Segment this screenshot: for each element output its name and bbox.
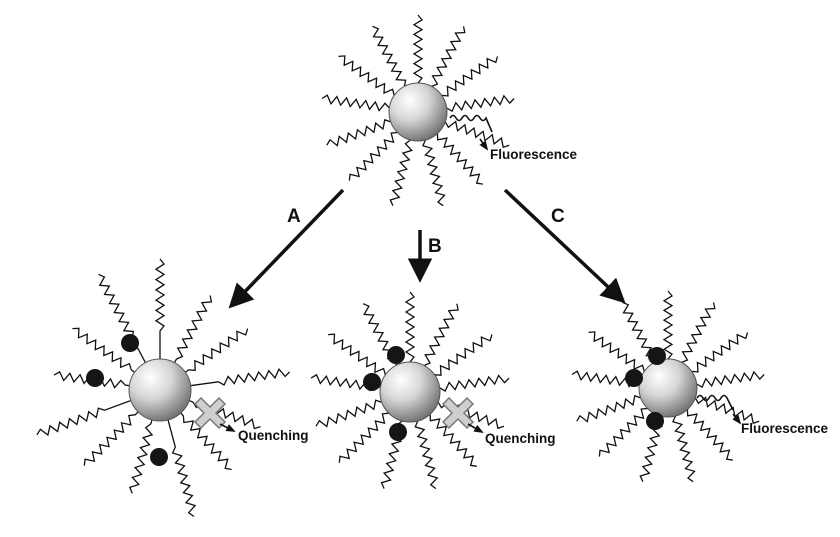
- quencher-c-2: [625, 369, 643, 387]
- path-c-ligand-chain: [598, 405, 651, 457]
- path-label-a: A: [287, 206, 301, 227]
- top-ligand-chain: [434, 130, 483, 185]
- path-c-ligand-chain: [576, 394, 645, 423]
- quencher-a-1: [121, 334, 139, 352]
- top-ligand-chain: [389, 135, 413, 206]
- top-ligand-chain: [438, 56, 499, 99]
- top-ligand-chain: [442, 94, 515, 113]
- path-a-ligand-chain: [154, 258, 166, 363]
- top-ligand-chain: [348, 129, 401, 181]
- top-ligand-chain: [421, 135, 446, 207]
- path-b-ligand-chain: [315, 399, 386, 428]
- quench-cross-b: [441, 396, 484, 433]
- fluorescence-label-c: Fluorescence: [741, 421, 829, 436]
- path-a-ligand-chain: [98, 273, 148, 367]
- quencher-a-2: [86, 369, 104, 387]
- quenching-label-a: Quenching: [238, 428, 309, 443]
- top-fluorescence-label: Fluorescence: [490, 147, 578, 162]
- quencher-b-3: [389, 423, 407, 441]
- quencher-a-3: [150, 448, 168, 466]
- quencher-c-3: [646, 412, 664, 430]
- path-b-ligand-chain: [430, 334, 493, 378]
- top-nanoparticle: [388, 82, 448, 142]
- path-b-ligand-chain: [404, 291, 416, 366]
- c-fluorescence-wave: [696, 394, 742, 425]
- ligand-chains: [36, 14, 765, 518]
- path-c-ligand-chain: [671, 411, 696, 483]
- arrow-path-a: [228, 188, 345, 309]
- path-b-ligand-chain: [414, 416, 439, 490]
- path-c-ligand-chain: [691, 395, 760, 425]
- path-b-ligand-chain: [338, 409, 393, 463]
- quenching-label-b: Quenching: [485, 431, 556, 446]
- path-b-ligand-chain: [421, 303, 459, 370]
- quencher-b-1: [387, 346, 405, 364]
- path-c-ligand-chain: [692, 370, 765, 389]
- top-ligand-chain: [412, 14, 424, 87]
- path-a-ligand-chain: [172, 295, 213, 367]
- path-a-ligand-chain: [186, 368, 291, 387]
- top-ligand-chain: [372, 25, 407, 91]
- path-a-nanoparticle: [128, 358, 192, 422]
- path-label-c: C: [551, 206, 565, 227]
- path-a-ligand-chain: [36, 398, 135, 437]
- path-label-b: B: [428, 236, 442, 257]
- arrow-path-c: [503, 188, 626, 304]
- quencher-b-2: [363, 373, 381, 391]
- path-a-ligand-chain: [177, 409, 232, 471]
- quencher-c-1: [648, 347, 666, 365]
- path-c-nanoparticle: [638, 358, 698, 418]
- path-a-ligand-chain: [166, 415, 197, 518]
- quencher-molecules: [86, 334, 666, 466]
- path-b-ligand-chain: [435, 374, 510, 393]
- quench-cross-a: [193, 396, 236, 432]
- top-ligand-chain: [326, 118, 395, 147]
- path-c-ligand-chain: [679, 302, 716, 367]
- path-c-ligand-chain: [688, 332, 749, 375]
- top-ligand-chain: [429, 26, 466, 91]
- path-a-ligand-chain: [181, 328, 249, 376]
- path-a-ligand-chain: [128, 415, 154, 494]
- path-a-ligand-chain: [72, 327, 139, 376]
- top-ligand-chain: [321, 94, 394, 112]
- path-b-nanoparticle: [379, 361, 441, 423]
- path-c-ligand-chain: [662, 290, 674, 363]
- top-fluorescence-wave: [449, 114, 493, 151]
- path-c-ligand-chain: [684, 406, 733, 461]
- path-b-ligand-chain: [328, 333, 390, 378]
- path-c-ligand-chain: [588, 331, 648, 375]
- top-ligand-chain: [441, 119, 510, 149]
- nanoparticles: [128, 82, 698, 423]
- top-ligand-chain: [338, 55, 398, 99]
- path-a-ligand-chain: [83, 408, 142, 466]
- path-b-ligand-chain: [426, 410, 478, 467]
